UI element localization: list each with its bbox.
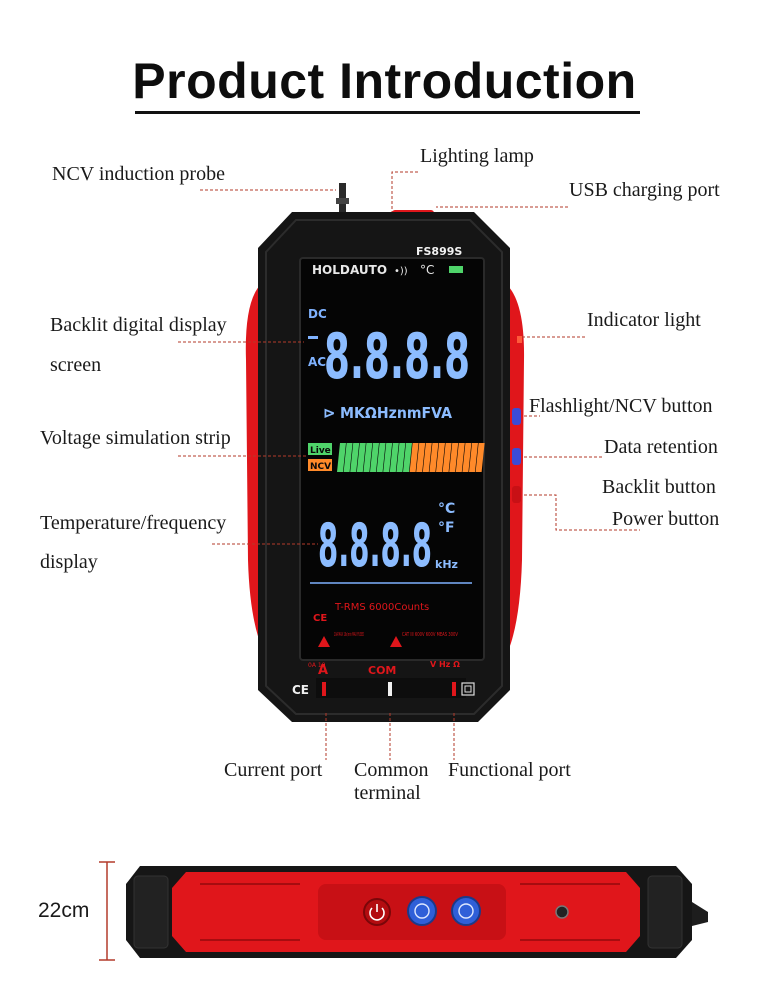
ac-label: AC: [308, 355, 326, 369]
hold-indicator: HOLD: [312, 263, 350, 277]
label-current-port: Current port: [224, 759, 323, 781]
flashlight-icon: [414, 903, 430, 919]
celsius-indicator: °C: [420, 263, 434, 277]
indicator-light: [517, 336, 522, 343]
label-common-terminal-line1: Common: [354, 759, 429, 781]
label-backlit-button: Backlit button: [602, 476, 716, 498]
khz-unit: kHz: [435, 558, 458, 571]
bargraph-segment: [370, 443, 379, 472]
power-button: [512, 486, 521, 503]
bargraph-segment: [350, 443, 360, 472]
ce-mark: CE: [292, 683, 309, 697]
trms-label: T-RMS 6000Counts: [334, 602, 429, 613]
celsius-unit: °C: [438, 501, 455, 517]
side-hold-backlight-button: [451, 896, 481, 926]
current-port-label: A: [318, 663, 328, 678]
bargraph-segment: [462, 443, 472, 472]
bargraph-segment: [376, 443, 386, 472]
warning-icon-2: [390, 636, 402, 647]
fahrenheit-unit: °F: [438, 520, 455, 536]
bargraph-segment: [442, 443, 452, 472]
leader-lighting-lamp: [391, 171, 418, 212]
cat-note: CAT III 600V 600V MEAS 300V: [402, 632, 458, 638]
bargraph-segment: [409, 443, 419, 472]
current-port-jack: [322, 682, 326, 696]
main-reading-digits: 8.8.8.8: [324, 320, 470, 393]
auto-indicator: AUTO: [350, 263, 387, 277]
label-temp-freq-line2: display: [40, 551, 98, 573]
ce-mark-small: CE: [313, 613, 327, 624]
label-data-retention: Data retention: [604, 436, 718, 458]
side-indicator-light: [555, 905, 569, 919]
bargraph-segment: [337, 443, 346, 472]
leader-power-button: [524, 494, 640, 531]
page-title: Product Introduction: [132, 53, 637, 109]
dc-label: DC: [308, 307, 327, 321]
battery-icon: [449, 266, 463, 273]
functional-port-jack: [452, 682, 456, 696]
current-rating: 0A 10: [308, 662, 326, 669]
label-functional-port: Functional port: [448, 759, 571, 781]
label-backlit-display-line2: screen: [50, 354, 102, 376]
bargraph-segment: [455, 443, 465, 472]
thickness-label: 22cm: [38, 899, 90, 922]
bargraph-segment: [363, 443, 373, 472]
live-label: Live: [310, 446, 331, 456]
body-bezel: [265, 219, 503, 715]
bargraph-segment: [403, 443, 412, 472]
secondary-reading-digits: 8.8.8.8: [318, 511, 432, 581]
label-ncv-probe: NCV induction probe: [52, 163, 225, 185]
bargraph-segment: [356, 443, 366, 472]
side-end-cap-right: [647, 875, 683, 949]
units-row: MKΩHznmFVA: [340, 404, 452, 422]
power-icon: [369, 907, 385, 921]
label-flashlight-ncv: Flashlight/NCV button: [529, 395, 713, 417]
units-row-prefix: ⊳: [323, 404, 336, 422]
voltage-simulation-strip: [337, 443, 485, 472]
v-port-label: V Hz Ω: [430, 660, 460, 669]
bargraph-segment: [436, 443, 445, 472]
side-flashlight-ncv-button: [407, 896, 437, 926]
continuity-indicator: •)): [394, 266, 408, 277]
title-underline: [135, 111, 640, 114]
bargraph-segment: [449, 443, 459, 472]
com-port-label: COM: [368, 664, 396, 677]
ncv-probe-collar: [336, 198, 349, 204]
fuse-note: 10A MAX 10s/min MAX FUSED: [334, 632, 364, 638]
bargraph-segment: [343, 443, 353, 472]
flashlight-ncv-button: [512, 408, 521, 425]
label-voltage-strip: Voltage simulation strip: [40, 427, 231, 449]
label-usb-port: USB charging port: [569, 179, 720, 201]
label-backlit-display-line1: Backlit digital display: [50, 314, 227, 336]
label-lighting-lamp: Lighting lamp: [420, 145, 534, 167]
label-indicator-light: Indicator light: [587, 309, 701, 331]
label-power-button: Power button: [612, 508, 720, 530]
label-common-terminal-line2: terminal: [354, 782, 421, 804]
bargraph-segment: [389, 443, 399, 472]
warning-icon: [318, 636, 330, 647]
model-label: FS899S: [416, 245, 462, 258]
bargraph-segment: [416, 443, 426, 472]
label-temp-freq-line1: Temperature/frequency: [40, 512, 227, 534]
double-insulation-icon: [461, 682, 475, 696]
bargraph-segment: [383, 443, 393, 472]
bargraph-segment: [469, 443, 478, 472]
ncv-label: NCV: [310, 462, 331, 472]
side-probe-tip: [692, 902, 708, 926]
side-end-cap-left: [133, 875, 169, 949]
bargraph-segment: [429, 443, 439, 472]
bargraph-segment: [475, 443, 485, 472]
bargraph-segment: [422, 443, 432, 472]
bargraph-segment: [396, 443, 406, 472]
backlight-icon: [458, 903, 474, 919]
data-retention-button: [512, 448, 521, 465]
common-port-jack: [388, 682, 392, 696]
